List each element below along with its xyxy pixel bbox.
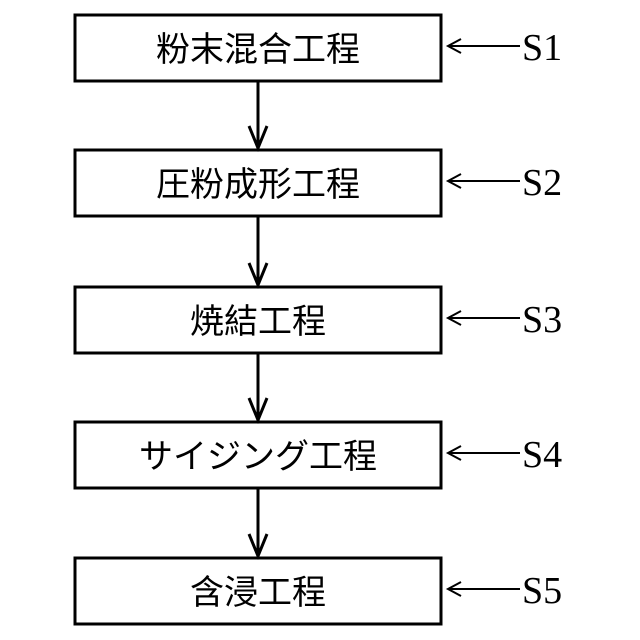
step-id-label: S5 bbox=[522, 570, 562, 612]
step-label: 圧粉成形工程 bbox=[156, 165, 360, 205]
step-label: 含浸工程 bbox=[190, 573, 326, 613]
step-id-label: S4 bbox=[522, 434, 562, 476]
step-label: サイジング工程 bbox=[139, 437, 377, 477]
step-id-label: S2 bbox=[522, 162, 562, 204]
step-label: 粉末混合工程 bbox=[156, 30, 360, 70]
step-id-label: S3 bbox=[522, 299, 562, 341]
step-id-label: S1 bbox=[522, 27, 562, 69]
step-label: 焼結工程 bbox=[190, 302, 326, 342]
